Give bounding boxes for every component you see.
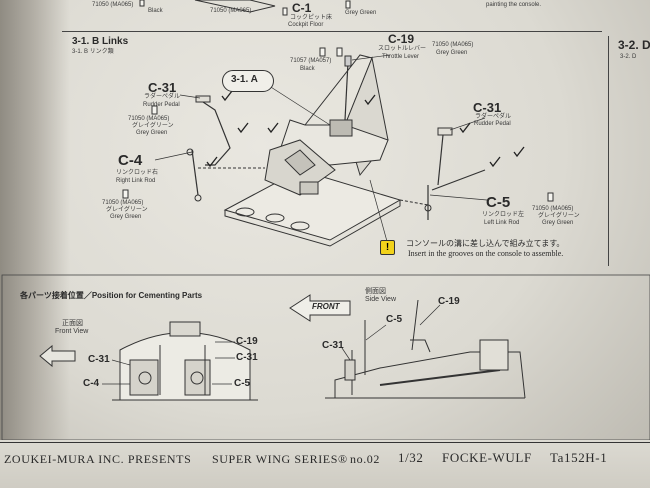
front-view-en: Front View — [55, 328, 89, 335]
next-step-tab: 3-2. D — [618, 38, 650, 52]
paint-name-c19a: Black — [300, 66, 315, 72]
note-jp: コンソールの溝に差し込んで組み立てます。 — [406, 239, 565, 248]
footer-rule — [0, 442, 650, 443]
paint-name-c4: Grey Green — [110, 214, 142, 220]
side-view-jp: 側面図 — [365, 288, 386, 295]
part-label-c31-right: C-31 — [148, 80, 177, 95]
fv-label-c5: C-5 — [234, 378, 251, 389]
top-right-note: painting the console. — [486, 2, 542, 8]
step-subtitle-jp: 3-1. B リンク類 — [72, 49, 114, 55]
part-jp-c19: スロットルレバー — [378, 46, 427, 52]
paint-code-mid: 71050 (MA065) — [210, 8, 252, 14]
right-divider — [608, 36, 609, 266]
fv-label-c19: C-19 — [236, 336, 258, 347]
exclamation-icon: ! — [380, 240, 395, 255]
paint-jp-c5: グレイグリーン — [538, 213, 580, 219]
front-view-jp: 正面図 — [62, 320, 83, 327]
part-label-c4: C-4 — [118, 152, 143, 169]
part-en-c31-right: Rudder Pedal — [143, 102, 180, 108]
paint-name-right: Grey Green — [345, 10, 377, 16]
part-label-c19: C-19 — [388, 32, 415, 46]
top-divider — [62, 31, 602, 32]
footer-band — [0, 440, 650, 488]
cementing-title: 各パーツ接着位置／Position for Cementing Parts — [20, 291, 203, 300]
part-en-c4: Right Link Rod — [116, 178, 156, 184]
paint-code-c19b: 71050 (MA065) — [432, 42, 474, 48]
part-jp-c31-left: ラダーペダル — [475, 114, 512, 120]
paint-name-c31-right: Grey Green — [136, 130, 168, 136]
note-en: Insert in the grooves on the console to … — [408, 249, 564, 258]
part-en-c1: Cockpit Floor — [288, 22, 324, 28]
part-label-c31-left: C-31 — [473, 100, 502, 115]
footer-series: SUPER WING SERIES® — [212, 452, 348, 466]
paint-name-c19b: Grey Green — [436, 50, 468, 56]
paint-code-left: 71050 (MA065) — [92, 2, 134, 8]
next-step-sub: 3-2. D — [620, 54, 637, 60]
part-jp-c4: リンクロッド右 — [116, 170, 159, 176]
paint-code-c19a: 71057 (MA057) — [290, 58, 332, 64]
fv-label-c31-left: C-31 — [88, 354, 110, 365]
part-en-c19: Throttle Lever — [382, 54, 420, 60]
part-jp-c1: コックピット床 — [290, 15, 333, 21]
footer-number: no.02 — [350, 452, 380, 466]
paint-jp-c4: グレイグリーン — [106, 207, 148, 213]
footer-company: ZOUKEI-MURA INC. PRESENTS — [4, 452, 192, 466]
front-arrow-label: FRONT — [312, 302, 340, 311]
paint-code-c4: 71050 (MA065) — [102, 200, 144, 206]
fv-label-c31-right: C-31 — [236, 352, 258, 363]
part-label-c1: C-1 — [292, 1, 312, 15]
footer-scale: 1/32 — [398, 450, 424, 465]
side-view-en: Side View — [365, 296, 397, 303]
fv-label-c4: C-4 — [83, 378, 100, 389]
paint-jp-c31-right: グレイグリーン — [132, 123, 174, 129]
part-en-c31-left: Rudder Pedal — [474, 121, 511, 127]
sv-label-c19: C-19 — [438, 296, 460, 307]
paper-shadow-edge — [0, 0, 70, 488]
part-en-c5: Left Link Rod — [484, 220, 520, 226]
footer-variant: Ta152H-1 — [550, 450, 608, 465]
footer-model: FOCKE-WULF — [442, 450, 532, 465]
sub-step-callout: 3-1. A — [222, 70, 274, 92]
paint-code-c31-right: 71050 (MA065) — [128, 116, 170, 122]
sub-step-label: 3-1. A — [231, 74, 258, 85]
step-title: 3-1. B Links — [72, 36, 129, 47]
sv-label-c31: C-31 — [322, 340, 344, 351]
sv-label-c5: C-5 — [386, 314, 403, 325]
part-jp-c31-right: ラダーペダル — [144, 94, 181, 100]
paint-name-left: Black — [148, 8, 163, 14]
paint-code-c5: 71050 (MA065) — [532, 206, 574, 212]
part-jp-c5: リンクロッド左 — [482, 212, 525, 218]
paint-name-c5: Grey Green — [542, 220, 574, 226]
part-label-c5: C-5 — [486, 194, 511, 211]
